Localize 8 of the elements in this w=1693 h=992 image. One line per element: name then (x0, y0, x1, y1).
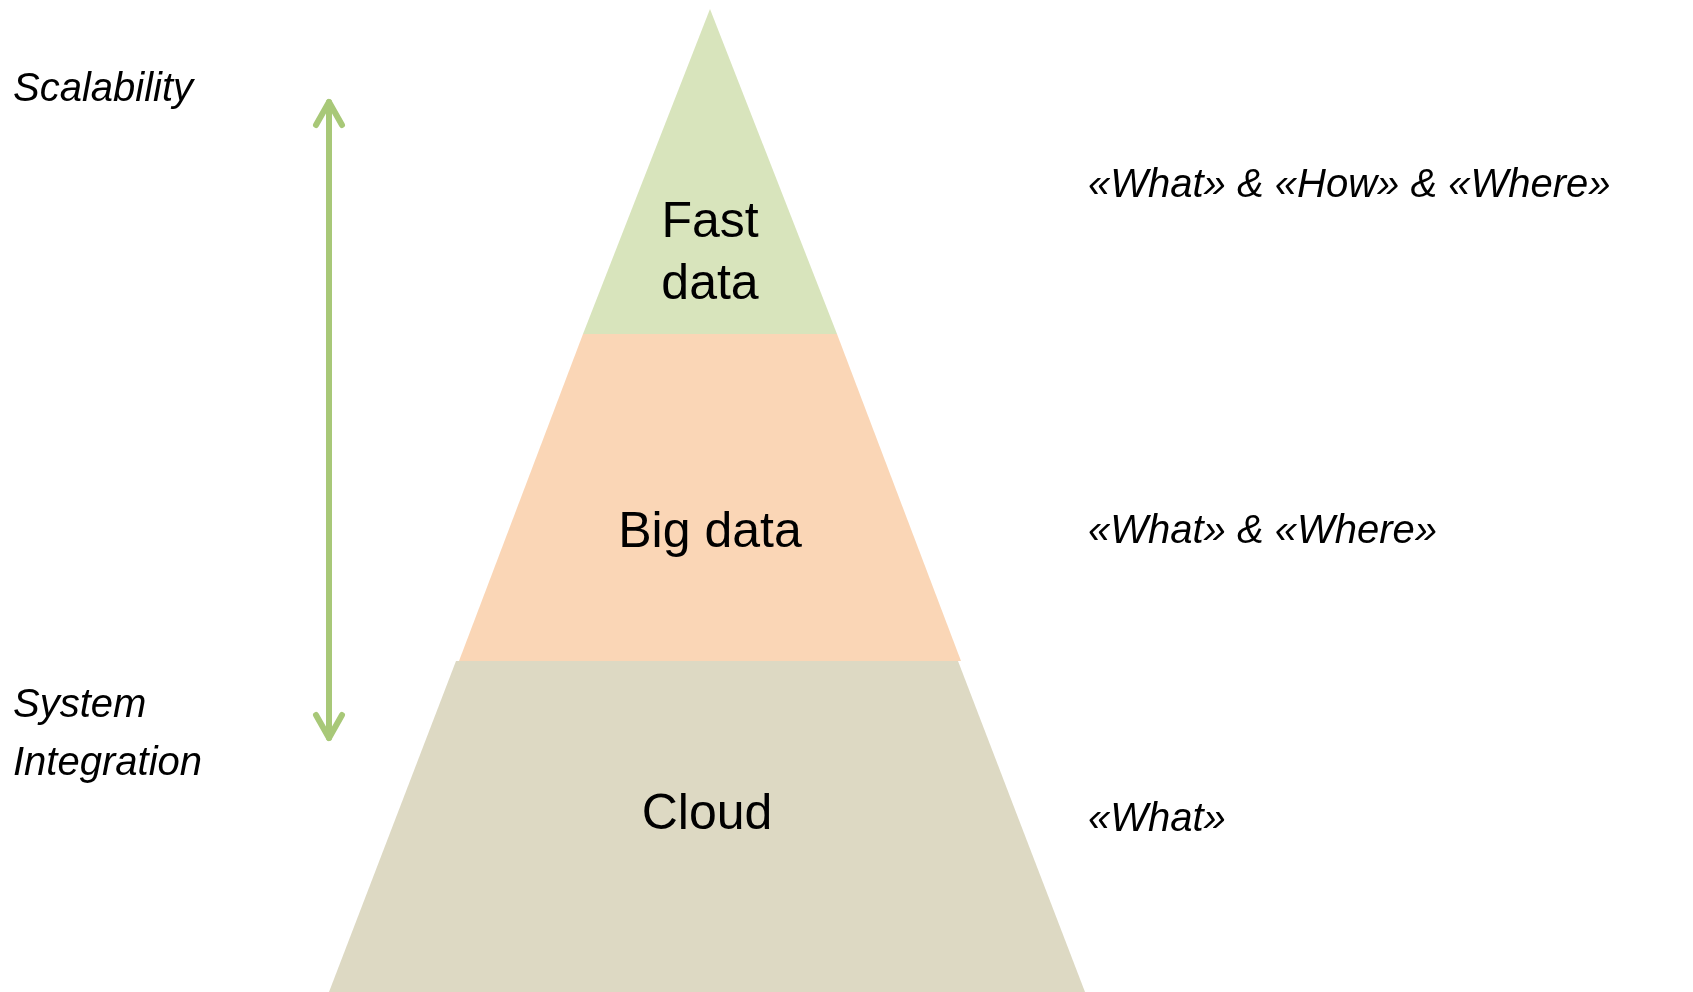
tier-label: Fast data (660, 191, 760, 312)
axis-label: Scalability (13, 64, 196, 111)
axis-label: «What» (1088, 794, 1227, 841)
tier-label: Cloud (640, 783, 774, 842)
axis-label: «What» & «How» & «Where» (1088, 160, 1612, 207)
tier-label: Big data (617, 501, 803, 560)
axis-label: «What» & «Where» (1088, 506, 1439, 553)
axis-label: System Integration (13, 680, 204, 785)
